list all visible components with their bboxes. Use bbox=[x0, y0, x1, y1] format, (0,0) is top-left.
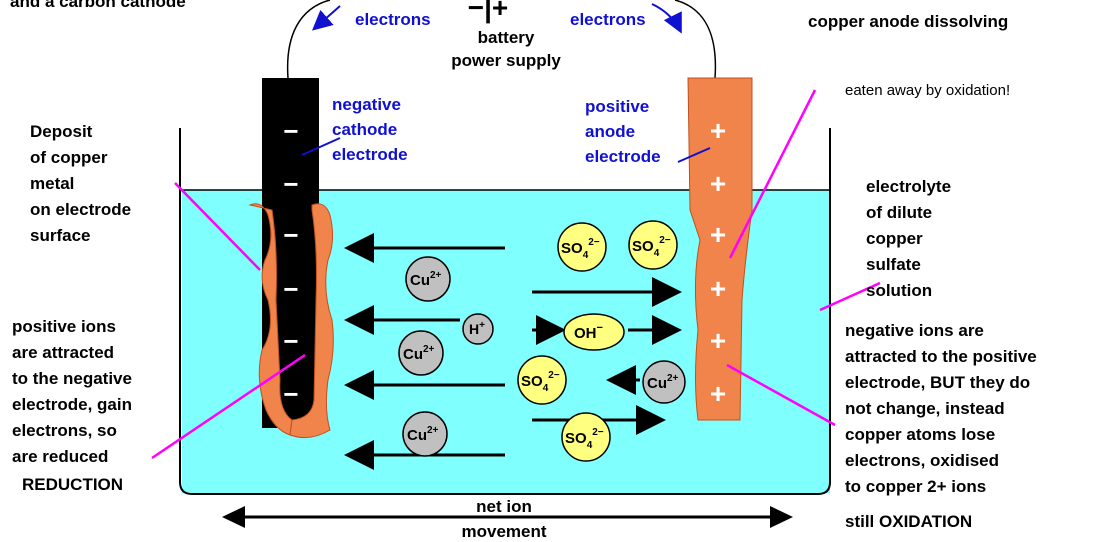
cu-ion: Cu2+ bbox=[642, 360, 686, 404]
anode-sign: + bbox=[710, 219, 726, 250]
svg-text:movement: movement bbox=[461, 522, 546, 541]
svg-text:Cu2+: Cu2+ bbox=[403, 344, 435, 363]
svg-text:are reduced: are reduced bbox=[12, 447, 108, 466]
svg-text:on electrode: on electrode bbox=[30, 200, 131, 219]
svg-text:not change, instead: not change, instead bbox=[845, 399, 1005, 418]
cathode-signs: − − − − − − bbox=[283, 116, 298, 409]
svg-text:SO42−: SO42− bbox=[521, 370, 560, 394]
anode-sign: + bbox=[710, 273, 726, 304]
svg-text:electrons, oxidised: electrons, oxidised bbox=[845, 451, 999, 470]
pointer-lines bbox=[151, 89, 881, 460]
cathode-sign: − bbox=[283, 326, 298, 356]
svg-text:to the negative: to the negative bbox=[12, 369, 132, 388]
cathode-label-pointer bbox=[301, 137, 341, 156]
sulfate-ion: SO42− bbox=[628, 220, 678, 270]
electron-arrow-left bbox=[311, 5, 341, 31]
svg-text:electrode: electrode bbox=[585, 147, 661, 166]
svg-text:positive ions: positive ions bbox=[12, 317, 116, 336]
still-oxidation-label: still OXIDATION bbox=[845, 512, 972, 531]
cathode-sign: − bbox=[283, 220, 298, 250]
cu-ion: Cu2+ bbox=[402, 411, 448, 457]
cathode-label: negative cathode electrode bbox=[332, 95, 408, 164]
svg-text:positive: positive bbox=[585, 97, 649, 116]
svg-text:net ion: net ion bbox=[476, 497, 532, 516]
svg-text:electrode, gain: electrode, gain bbox=[12, 395, 132, 414]
svg-text:attracted to the positive: attracted to the positive bbox=[845, 347, 1037, 366]
cu-ion: Cu2+ bbox=[405, 256, 451, 302]
sulfate-ion: SO42− bbox=[517, 355, 567, 405]
svg-text:surface: surface bbox=[30, 226, 90, 245]
negative-ions-note: negative ions are attracted to the posit… bbox=[845, 321, 1037, 496]
svg-text:H+: H+ bbox=[469, 320, 485, 337]
copper-deposit-left bbox=[248, 203, 293, 436]
cathode-sign: − bbox=[283, 379, 298, 409]
hydroxide-ion: OH− bbox=[563, 313, 625, 351]
power-supply-label: power supply bbox=[451, 51, 561, 70]
svg-text:copper atoms lose: copper atoms lose bbox=[845, 425, 995, 444]
battery-symbol: −|+ bbox=[468, 0, 509, 23]
electrons-right-label: electrons bbox=[570, 10, 646, 29]
electrolyte-note: electrolyte of dilute copper sulfate sol… bbox=[866, 177, 951, 300]
battery-label: battery bbox=[478, 28, 535, 47]
svg-text:Cu2+: Cu2+ bbox=[407, 425, 439, 444]
net-movement-label: net ion movement bbox=[461, 497, 546, 541]
svg-text:of copper: of copper bbox=[30, 148, 108, 167]
eaten-away-label: eaten away by oxidation! bbox=[845, 82, 1010, 99]
positive-ions-note: positive ions are attracted to the negat… bbox=[12, 317, 132, 494]
svg-text:are attracted: are attracted bbox=[12, 343, 114, 362]
anode-signs: + + + + + + bbox=[710, 115, 726, 409]
wire-left bbox=[286, 0, 331, 79]
svg-text:of dilute: of dilute bbox=[866, 203, 932, 222]
svg-text:solution: solution bbox=[866, 281, 932, 300]
cathode-sign: − bbox=[283, 116, 298, 146]
anode-sign: + bbox=[710, 325, 726, 356]
svg-text:negative: negative bbox=[332, 95, 401, 114]
svg-text:Deposit: Deposit bbox=[30, 122, 93, 141]
cut-off-label: and a carbon cathode bbox=[10, 0, 186, 11]
svg-text:sulfate: sulfate bbox=[866, 255, 921, 274]
svg-text:negative ions are: negative ions are bbox=[845, 321, 984, 340]
electrons-left-label: electrons bbox=[355, 10, 431, 29]
svg-text:SO42−: SO42− bbox=[565, 427, 604, 451]
svg-text:electrons, so: electrons, so bbox=[12, 421, 117, 440]
cu-ion: Cu2+ bbox=[398, 330, 444, 376]
deposit-note: Deposit of copper metal on electrode sur… bbox=[30, 122, 131, 245]
svg-text:electrode: electrode bbox=[332, 145, 408, 164]
svg-text:SO42−: SO42− bbox=[632, 235, 671, 259]
svg-text:cathode: cathode bbox=[332, 120, 397, 139]
cathode-sign: − bbox=[283, 169, 298, 199]
svg-text:electrolyte: electrolyte bbox=[866, 177, 951, 196]
net-arrow-right-head bbox=[770, 506, 793, 528]
anode-label-pointer bbox=[677, 147, 711, 163]
anode-label: positive anode electrode bbox=[585, 97, 661, 166]
anode-sign: + bbox=[710, 115, 726, 146]
svg-text:electrode, BUT they do: electrode, BUT they do bbox=[845, 373, 1030, 392]
anode-sign: + bbox=[710, 168, 726, 199]
sulfate-ion: SO42− bbox=[557, 222, 607, 272]
anode-sign: + bbox=[710, 378, 726, 409]
copper-deposit-right bbox=[289, 203, 334, 439]
h-ion: H+ bbox=[462, 313, 494, 345]
svg-text:to copper 2+ ions: to copper 2+ ions bbox=[845, 477, 986, 496]
svg-text:metal: metal bbox=[30, 174, 74, 193]
svg-text:anode: anode bbox=[585, 122, 635, 141]
electron-arrow-right bbox=[651, 3, 682, 34]
cathode-sign: − bbox=[283, 274, 298, 304]
sulfate-ion: SO42− bbox=[561, 412, 611, 462]
beaker bbox=[179, 128, 831, 495]
net-arrow-left-head bbox=[222, 506, 245, 528]
wire-right bbox=[674, 0, 717, 79]
svg-text:Cu2+: Cu2+ bbox=[647, 373, 679, 392]
copper-anode bbox=[687, 77, 753, 421]
copper-anode-dissolving-label: copper anode dissolving bbox=[808, 12, 1008, 31]
svg-text:copper: copper bbox=[866, 229, 923, 248]
svg-text:Cu2+: Cu2+ bbox=[410, 270, 442, 289]
ion-arrows bbox=[344, 233, 682, 470]
svg-text:SO42−: SO42− bbox=[561, 237, 600, 261]
svg-text:REDUCTION: REDUCTION bbox=[22, 475, 123, 494]
svg-text:OH−: OH− bbox=[574, 322, 603, 342]
